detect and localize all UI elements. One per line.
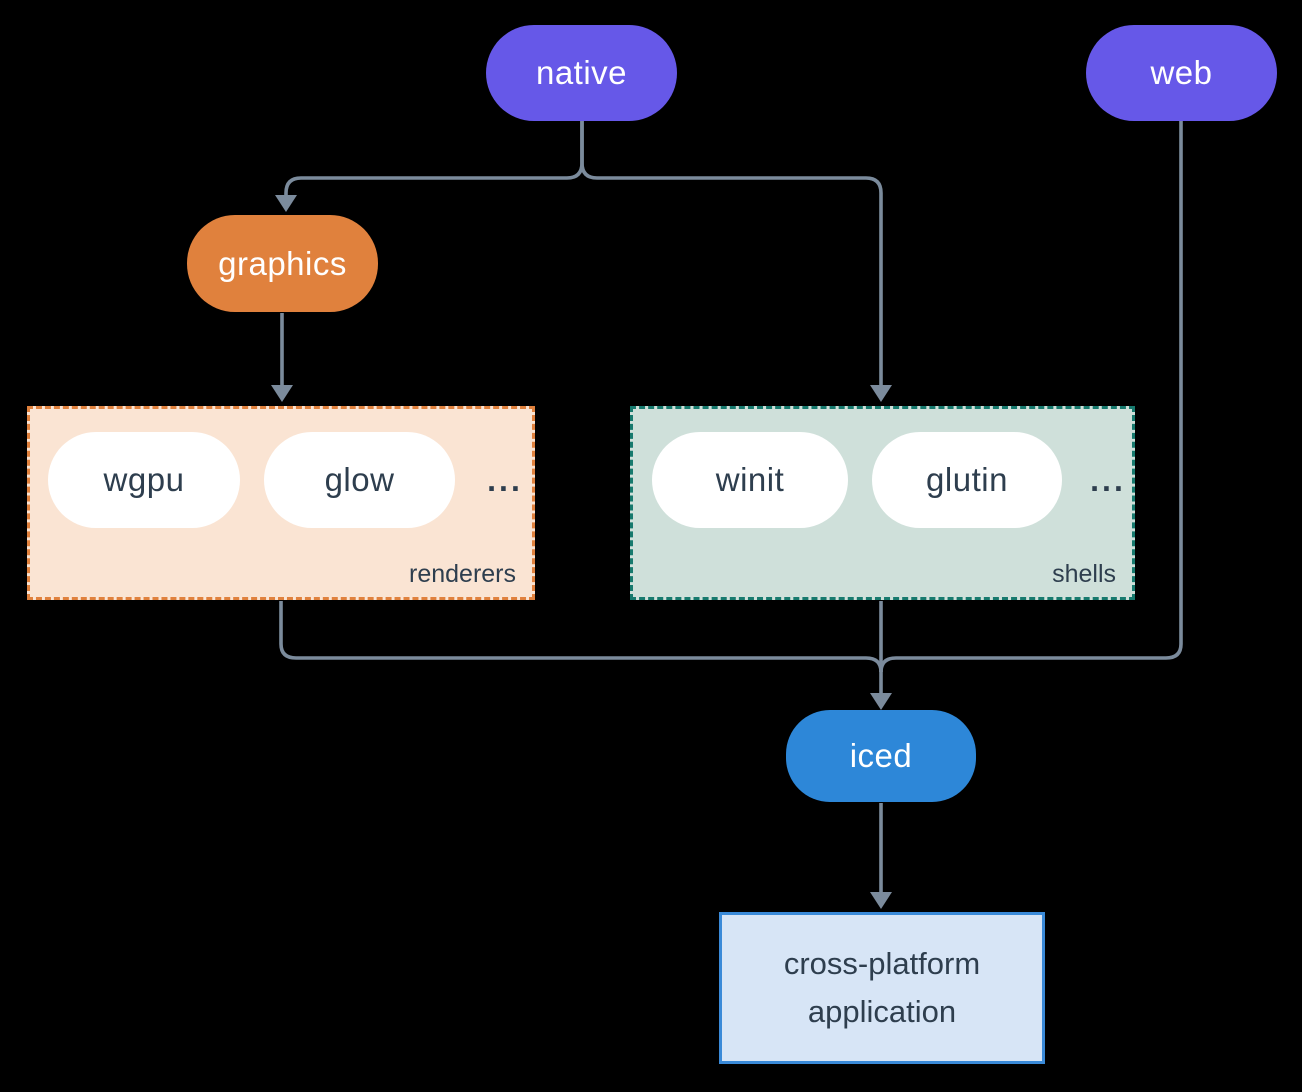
- node-web-label: web: [1150, 54, 1213, 91]
- node-iced: iced: [786, 710, 976, 802]
- app-label-line-2: application: [807, 994, 957, 1029]
- node-graphics-label: graphics: [218, 244, 347, 282]
- node-glow-label: glow: [324, 461, 395, 498]
- node-glow: glow: [264, 432, 455, 528]
- node-cross-platform-application: cross-platform application: [719, 912, 1045, 1064]
- node-glutin: glutin: [872, 432, 1062, 528]
- edge-renderers-to-merge: [279, 601, 883, 673]
- node-native: native: [486, 25, 677, 121]
- node-wgpu-label: wgpu: [103, 461, 185, 498]
- renderers-group-label: renderers: [409, 560, 516, 588]
- arrowhead-graphics: [275, 195, 297, 212]
- shells-ellipsis: ...: [1090, 461, 1126, 498]
- arrowhead-app: [870, 892, 892, 909]
- group-shells: winit glutin ... shells: [630, 406, 1135, 600]
- renderers-ellipsis: ...: [487, 461, 523, 498]
- arrowhead-renderers: [271, 385, 293, 402]
- group-renderers: wgpu glow ... renderers: [27, 406, 535, 600]
- shells-group-label: shells: [1052, 560, 1116, 588]
- arrowhead-shells: [870, 385, 892, 402]
- node-glutin-label: glutin: [926, 461, 1008, 498]
- arrowhead-iced: [870, 693, 892, 710]
- node-graphics: graphics: [187, 215, 378, 312]
- node-wgpu: wgpu: [48, 432, 240, 528]
- app-label-line-1: cross-platform: [783, 945, 981, 981]
- node-winit-label: winit: [715, 461, 785, 498]
- node-web: web: [1086, 25, 1277, 121]
- edge-native-to-shells: [580, 121, 883, 387]
- node-winit: winit: [652, 432, 848, 528]
- node-iced-label: iced: [849, 737, 913, 774]
- node-native-label: native: [535, 54, 628, 91]
- edge-native-to-graphics: [284, 121, 584, 197]
